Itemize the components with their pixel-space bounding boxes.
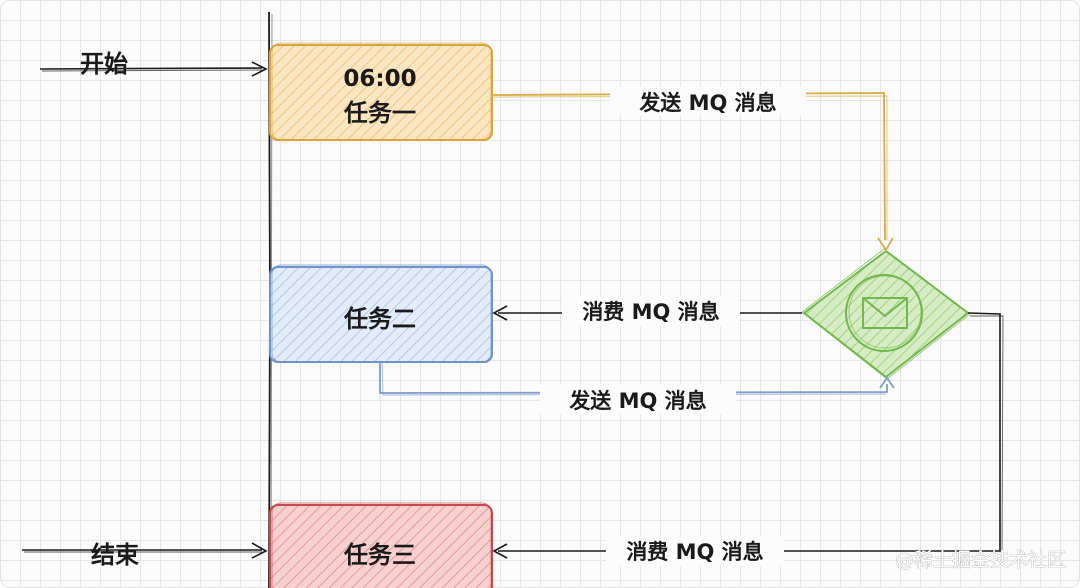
task1-node [269, 42, 493, 141]
edge-label-bg [606, 536, 784, 566]
end-arrow [22, 542, 268, 559]
start-label: 开始 [80, 50, 128, 78]
task1-name: 任务一 [343, 99, 416, 127]
end-label: 结束 [91, 541, 140, 569]
task1-time: 06:00 [343, 66, 416, 92]
watermark: @稀土掘金技术社区 [895, 549, 1066, 571]
edge-task1-send [491, 92, 894, 252]
task3-node [269, 502, 493, 588]
edge-task2-send-label: 发送 MQ 消息 [568, 389, 706, 413]
start-arrow [39, 61, 268, 77]
envelope-icon [845, 274, 923, 352]
edge-label-bg [540, 384, 736, 414]
task3-name: 任务三 [343, 541, 416, 569]
edge-task3-consume [492, 312, 1004, 559]
edge-label-bg [610, 86, 806, 116]
task2-node [269, 264, 493, 363]
edge-task2-consume-label: 消费 MQ 消息 [582, 300, 719, 324]
edge-label-bg [562, 296, 740, 326]
edge-task1-send-label: 发送 MQ 消息 [638, 91, 776, 115]
task2-name: 任务二 [343, 305, 416, 333]
edge-task3-consume-label: 消费 MQ 消息 [626, 540, 763, 564]
